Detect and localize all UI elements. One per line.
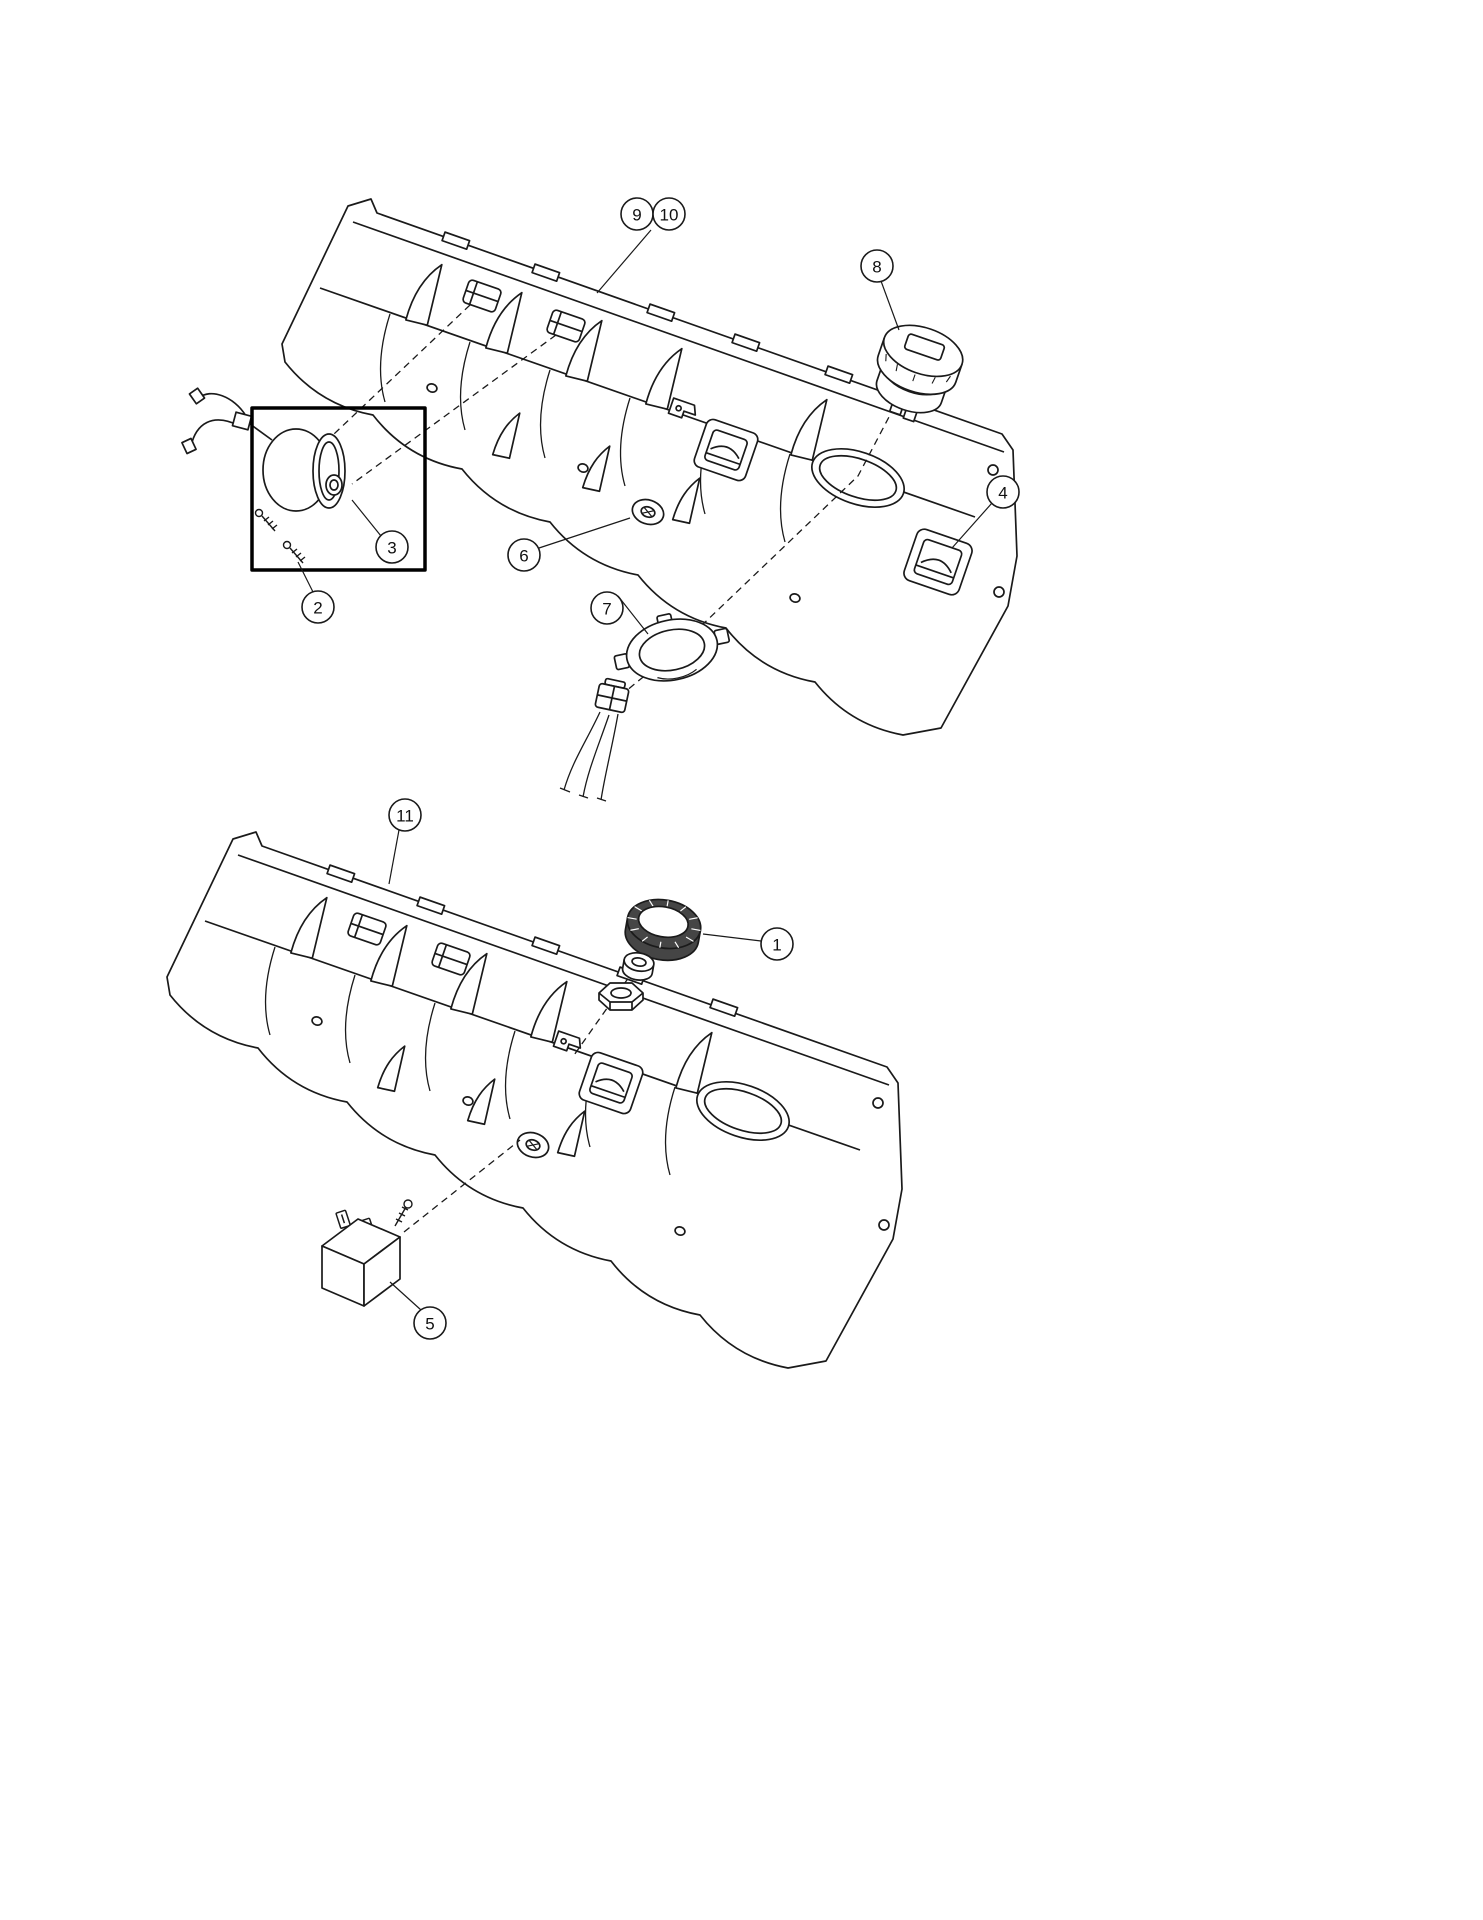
callout-2: 2 bbox=[301, 590, 335, 624]
part-1-knob bbox=[598, 898, 702, 1011]
callout-6-label: 6 bbox=[519, 547, 528, 566]
callout-5-label: 5 bbox=[425, 1315, 434, 1334]
callout-4: 4 bbox=[986, 475, 1020, 509]
callout-7: 7 bbox=[590, 591, 624, 625]
relay-screw bbox=[394, 1199, 413, 1227]
assembly-bottom: 11 1 5 bbox=[166, 798, 903, 1369]
callout-1: 1 bbox=[760, 927, 794, 961]
callout-11: 11 bbox=[388, 798, 422, 832]
panel-bottom bbox=[166, 831, 903, 1369]
callout-11-label: 11 bbox=[396, 807, 414, 826]
callout-2-label: 2 bbox=[313, 599, 322, 618]
retaining-ring bbox=[613, 613, 731, 682]
part-3-alarm bbox=[181, 387, 427, 572]
callout-3-label: 3 bbox=[387, 539, 396, 558]
part-7-lamp-ring bbox=[559, 613, 731, 802]
highlight-box bbox=[250, 406, 427, 572]
callout-3: 3 bbox=[375, 530, 409, 564]
callout-10: 10 bbox=[652, 197, 686, 231]
hex-nut bbox=[598, 982, 644, 1011]
screw-b bbox=[282, 540, 306, 564]
callout-8: 8 bbox=[860, 249, 894, 283]
screw-a bbox=[254, 508, 278, 532]
part-5-relay bbox=[321, 1199, 413, 1307]
callout-6: 6 bbox=[507, 538, 541, 572]
callout-10-label: 10 bbox=[660, 206, 679, 225]
part-8-push-button bbox=[875, 324, 964, 423]
callout-4-label: 4 bbox=[998, 484, 1007, 503]
knob-adapter bbox=[621, 951, 655, 981]
part-4-rocker-switch bbox=[903, 528, 973, 596]
callout-9-label: 9 bbox=[632, 206, 641, 225]
callout-7-label: 7 bbox=[602, 600, 611, 619]
assembly-top: 9 10 8 4 3 2 bbox=[181, 197, 1020, 802]
callout-5: 5 bbox=[413, 1306, 447, 1340]
callout-1-label: 1 bbox=[772, 936, 781, 955]
wire-connector bbox=[594, 677, 630, 714]
callout-9: 9 bbox=[620, 197, 654, 231]
callout-8-label: 8 bbox=[872, 258, 881, 277]
